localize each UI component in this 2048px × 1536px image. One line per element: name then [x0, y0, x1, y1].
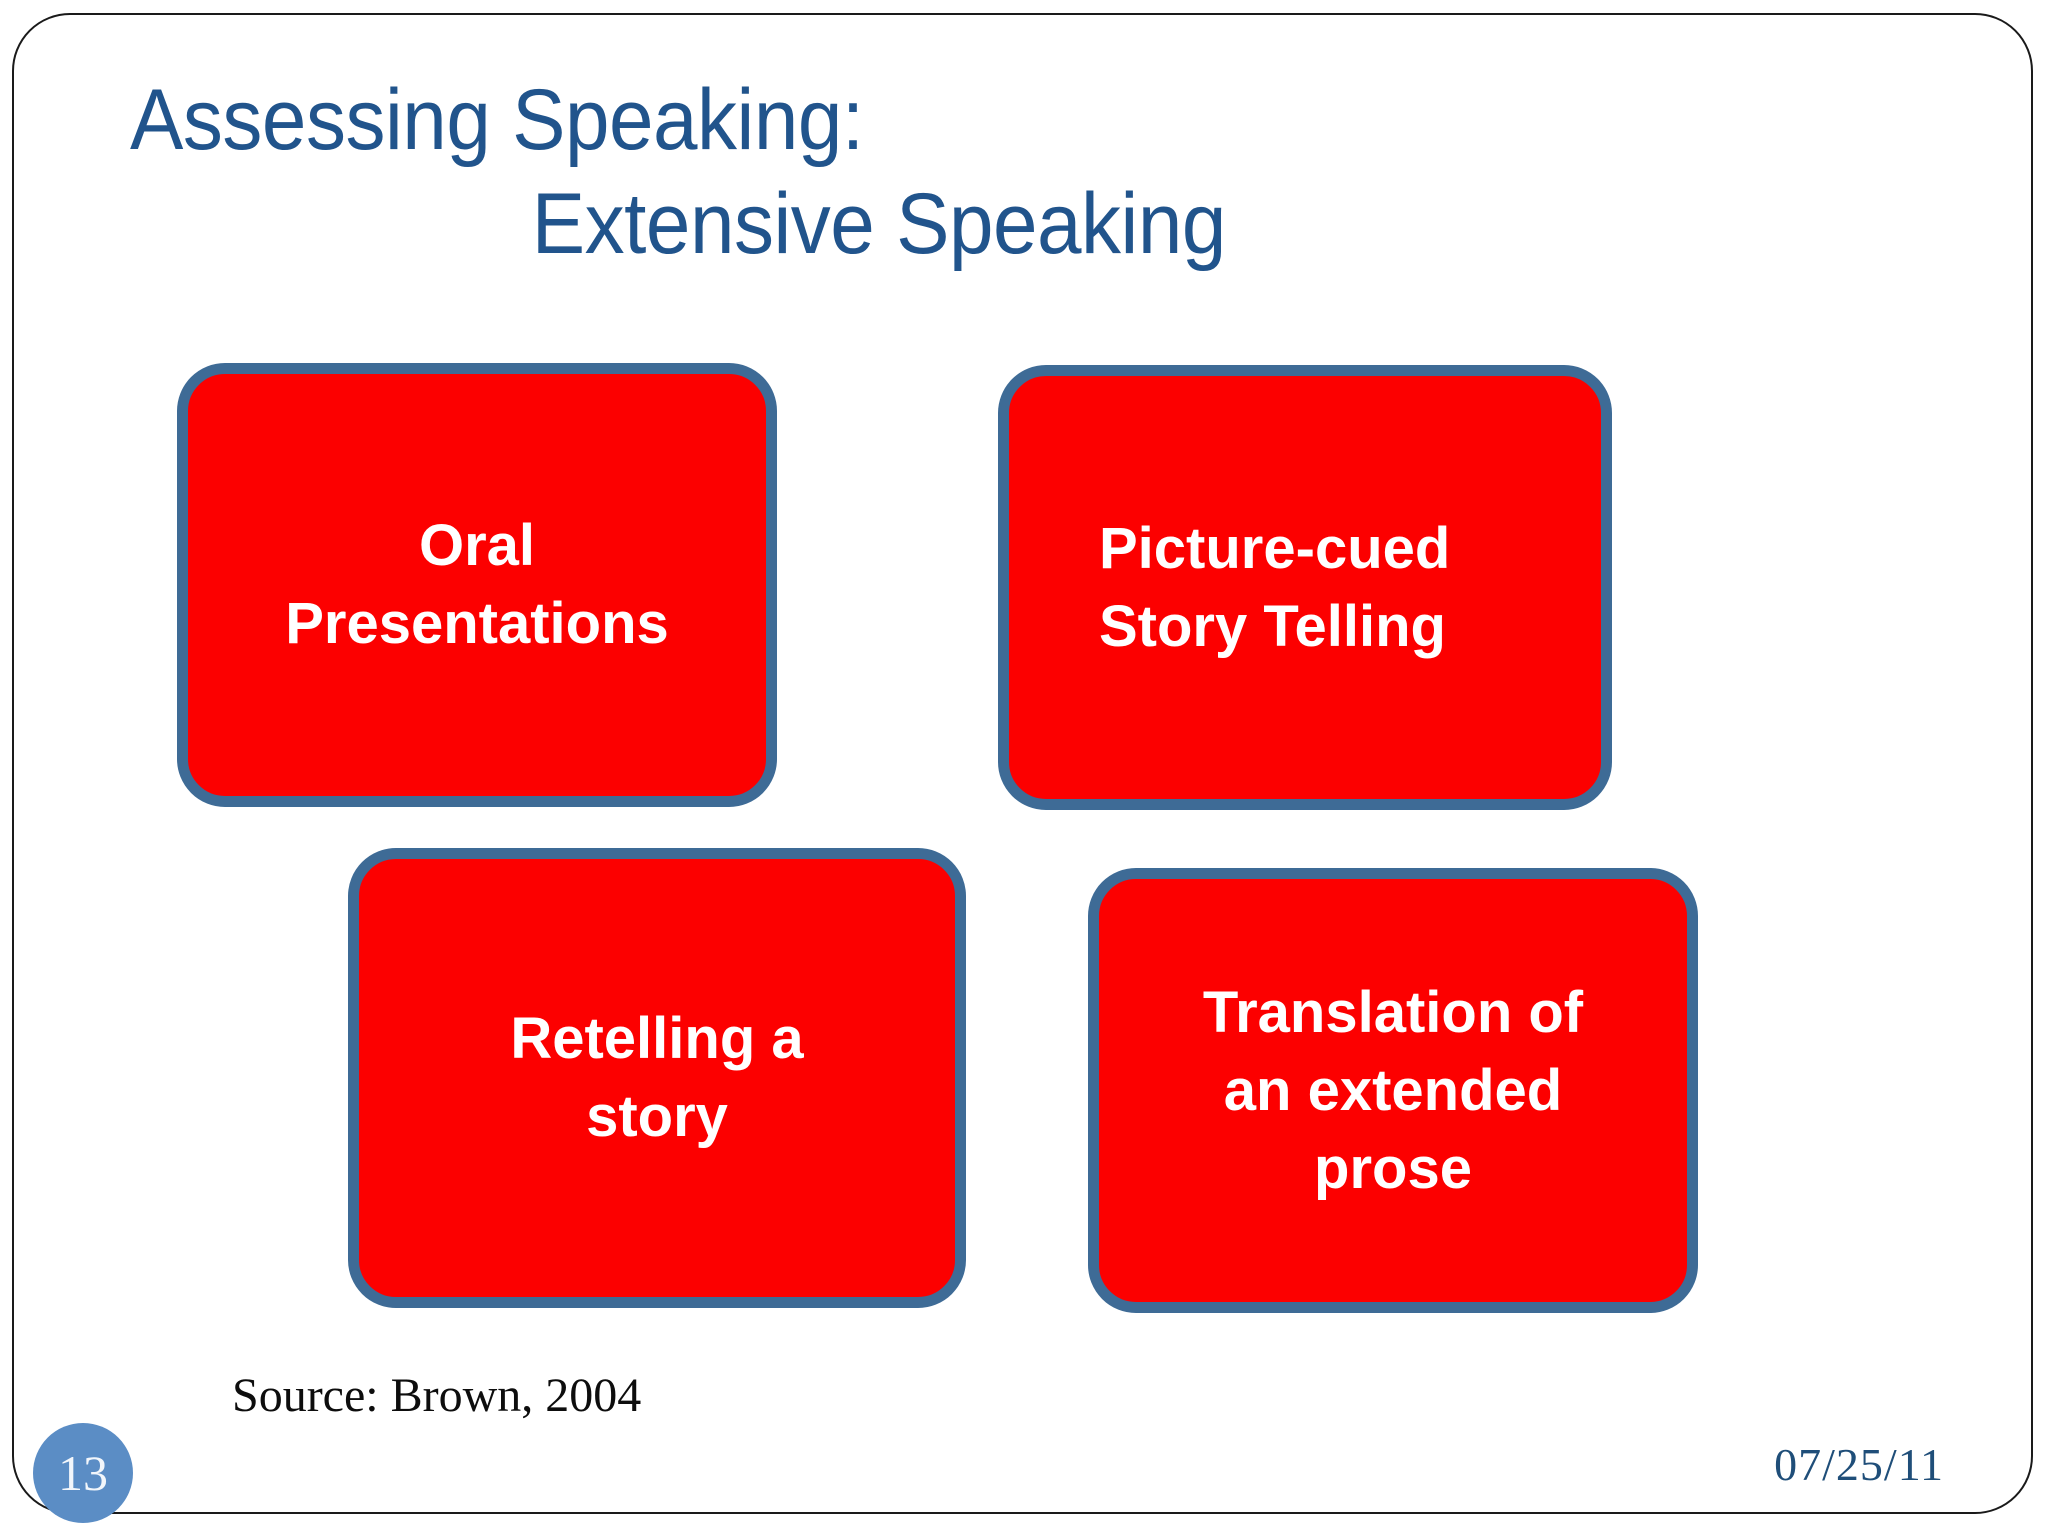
concept-box-translation-of-an-extended-prose[interactable]: Translation of an extended prose: [1088, 868, 1698, 1313]
concept-box-label: Retelling a story: [510, 1006, 804, 1149]
page-number-badge: 13: [33, 1423, 133, 1523]
title-line-primary: Assessing Speaking:: [130, 72, 864, 168]
concept-box-oral-presentations[interactable]: Oral Presentations: [177, 363, 777, 807]
slide-title: Assessing Speaking: Extensive Speaking: [130, 68, 1730, 276]
concept-box-label: Oral Presentations: [285, 513, 669, 656]
page-number-value: 13: [58, 1445, 108, 1501]
concept-box-label: Picture-cued Story Telling: [1099, 515, 1451, 659]
concept-box-label: Translation of an extended prose: [1202, 979, 1584, 1201]
concept-box-picture-cued-story-telling[interactable]: Picture-cued Story Telling: [998, 365, 1612, 810]
concept-box-retelling-a-story[interactable]: Retelling a story: [348, 848, 966, 1308]
title-line-secondary: Extensive Speaking: [531, 176, 1227, 272]
slide-date: 07/25/11: [1774, 1439, 1944, 1490]
source-citation: Source: Brown, 2004: [232, 1369, 642, 1422]
